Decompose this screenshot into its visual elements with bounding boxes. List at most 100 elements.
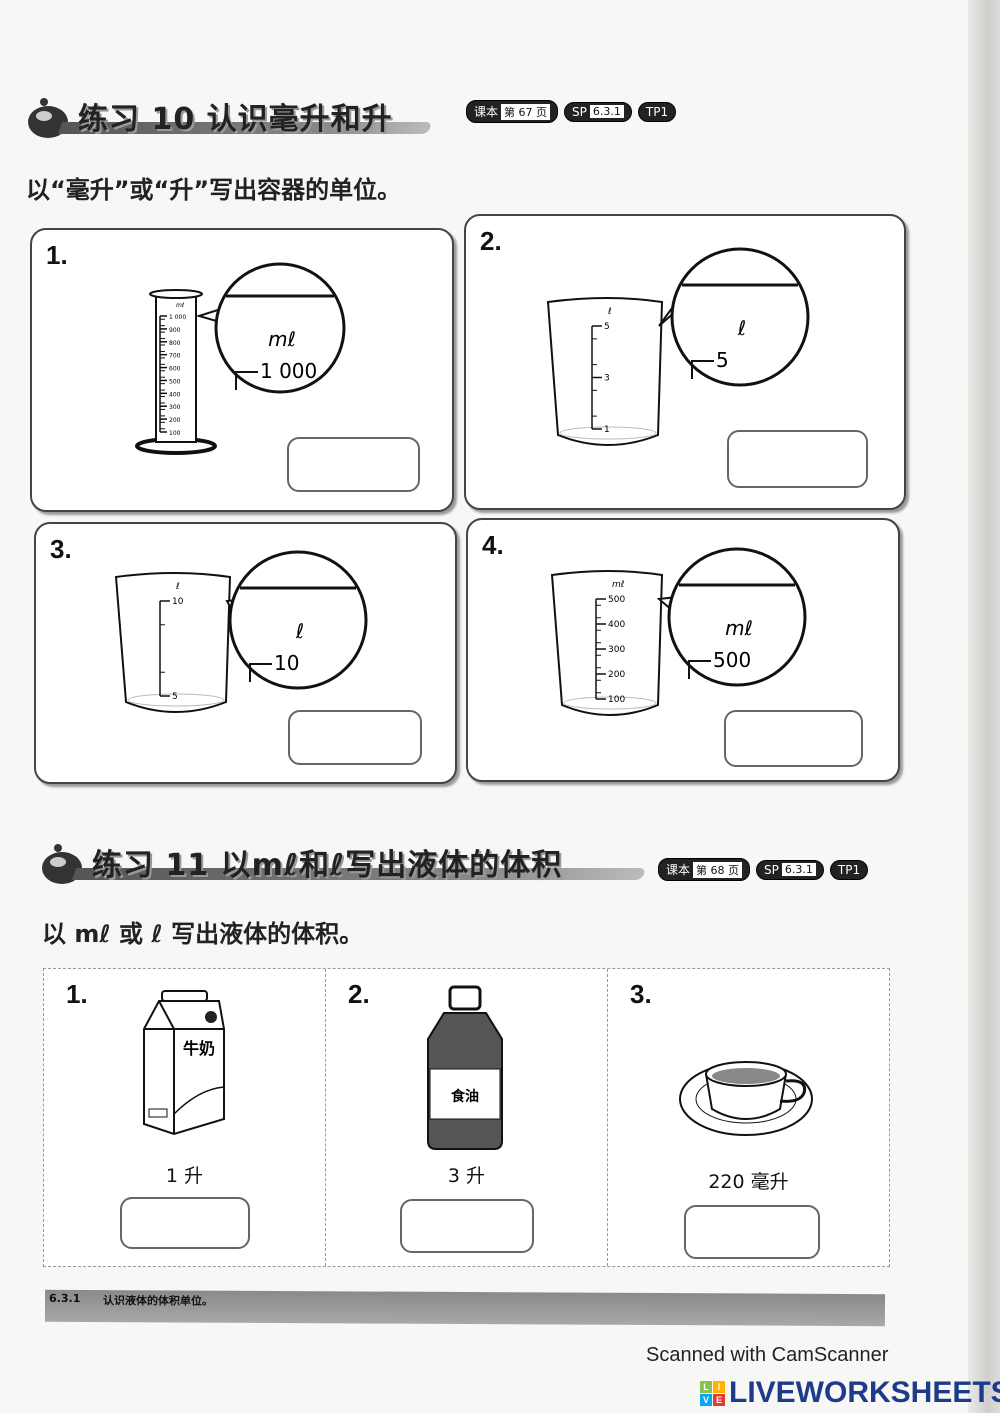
liquid-item-1: 1. 牛奶 1 升 [44, 969, 326, 1266]
tag-suffix: 页 [728, 863, 740, 877]
coffee-cup-icon [679, 1061, 813, 1136]
scale-label: 3 [604, 374, 610, 384]
textbook-page: 68 [710, 863, 725, 877]
beaker-body [546, 297, 664, 446]
brand-text: LIVEWORKSHEETS [729, 1376, 1000, 1409]
scale-label: 5 [172, 692, 178, 702]
scale-unit: ℓ [607, 307, 612, 317]
zoom-unit: mℓ [268, 327, 296, 351]
question-number: 3. [50, 534, 72, 564]
scale-label: 600 [169, 366, 181, 373]
beaker-illustration: mℓ 500 400 300 200 100 mℓ 500 [550, 547, 807, 716]
question-card-3: ℓ 10 5 ℓ 10 3. [34, 522, 457, 784]
exercise-11-panel: 1. 牛奶 1 升 2. 食油 3 升 3. [43, 968, 890, 1267]
tp-tag: TP1 [829, 859, 869, 880]
footer-bar: 6.3.1 认识液体的体积单位。 [44, 1289, 886, 1327]
zoom-tick [691, 360, 714, 379]
scale-label: 100 [608, 695, 625, 705]
bell-icon [28, 98, 68, 138]
question-card-4: mℓ 500 400 300 200 100 mℓ 500 4. [466, 518, 900, 782]
textbook-tag: 课本第 67 页 [466, 100, 559, 123]
tag-suffix: 页 [536, 105, 548, 119]
zoom-value: 10 [274, 651, 299, 675]
answer-box-liquid-3[interactable] [684, 1205, 820, 1259]
exercise-10-instruction: 以“毫升”或“升”写出容器的单位。 [26, 176, 402, 204]
scale-label: 500 [608, 595, 625, 605]
tag-prefix: 第 [696, 863, 708, 877]
quantity-label: 1 升 [165, 1165, 204, 1187]
scale-label: 300 [608, 645, 625, 655]
zoom-value: 1 000 [260, 359, 317, 383]
milk-carton-icon: 牛奶 [143, 990, 225, 1136]
scale-unit: ℓ [175, 582, 180, 592]
answer-box-1[interactable] [287, 437, 420, 492]
magnifier-circle [670, 247, 810, 387]
zoom-unit: ℓ [295, 619, 304, 643]
scale-label: 200 [169, 417, 181, 424]
tag-label: SP [764, 862, 779, 877]
answer-box-liquid-1[interactable] [120, 1197, 250, 1249]
answer-box-3[interactable] [288, 710, 422, 765]
bell-icon [42, 844, 82, 884]
question-number: 1. [66, 979, 88, 1009]
scale-label: 400 [608, 620, 625, 630]
beaker-illustration: ℓ 10 5 ℓ 10 [114, 550, 368, 713]
scale-label: 400 [169, 391, 181, 398]
scale-label: 200 [608, 670, 625, 680]
scale-label: 10 [172, 597, 184, 607]
scale-label: 300 [169, 404, 181, 411]
zoom-tick [235, 371, 258, 390]
answer-box-4[interactable] [724, 710, 863, 767]
tag-label: SP [572, 104, 587, 119]
question-number: 3. [630, 979, 652, 1009]
liquid-item-2: 2. 食油 3 升 [326, 969, 608, 1266]
scale-label: 100 [169, 430, 181, 437]
zoom-value: 5 [716, 348, 729, 372]
beaker-bottom [559, 426, 657, 440]
beaker-bottom [127, 693, 225, 707]
exercise-10-title: 练习 10 认识毫升和升 [78, 102, 393, 137]
zoom-value: 500 [713, 648, 751, 672]
quantity-label: 220 毫升 [708, 1171, 789, 1193]
scale-unit: mℓ [612, 580, 625, 590]
zoom-unit: mℓ [725, 616, 753, 640]
question-number: 4. [482, 530, 504, 560]
oil-label: 食油 [451, 1088, 479, 1105]
exercise-11-instruction: 以 mℓ 或 ℓ 写出液体的体积。 [42, 920, 364, 948]
question-number: 2. [348, 979, 370, 1009]
beaker-bottom [563, 696, 657, 710]
beaker-body [550, 570, 664, 716]
exercise-11-title: 练习 11 以mℓ和ℓ写出液体的体积 [92, 848, 563, 883]
answer-box-liquid-2[interactable] [400, 1199, 534, 1253]
liquid-item-3: 3. 220 毫升 [608, 969, 889, 1266]
cylinder-rim [149, 289, 203, 299]
tag-label: 课本 [666, 863, 691, 877]
scale-label: 1 000 [169, 314, 186, 321]
scanner-watermark: Scanned with CamScanner [646, 1344, 889, 1366]
textbook-page: 67 [518, 105, 533, 119]
beaker-body [114, 572, 232, 713]
scale-label: 900 [169, 327, 181, 334]
scale-label: 500 [169, 378, 181, 385]
milk-label: 牛奶 [183, 1039, 215, 1058]
question-number: 2. [480, 226, 502, 256]
sp-code: 6.3.1 [781, 863, 816, 876]
scale-unit: mℓ [176, 302, 184, 309]
zoom-tick [688, 660, 711, 679]
zoom-tick [249, 663, 272, 682]
tag-prefix: 第 [504, 105, 516, 119]
magnifier-circle [228, 550, 368, 690]
answer-box-2[interactable] [727, 430, 868, 488]
sp-code: 6.3.1 [589, 105, 624, 118]
footer-text: 认识液体的体积单位。 [102, 1294, 214, 1308]
scale-label: 700 [169, 353, 181, 360]
